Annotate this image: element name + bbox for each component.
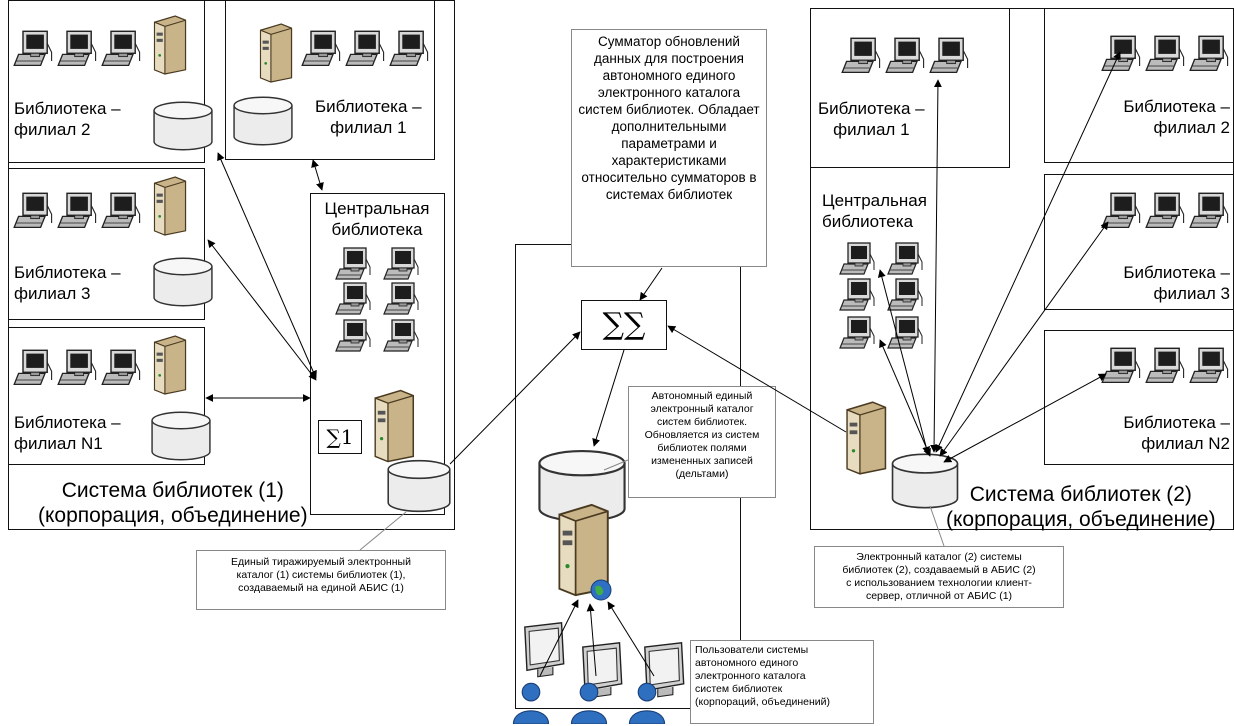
arrow-rbranchN2-db (943, 373, 1107, 463)
arrow-user1-server (539, 599, 579, 677)
arrow-rbranch2-db (935, 51, 1121, 453)
globe-icon (590, 579, 612, 601)
left-summator-box: ∑1 (318, 420, 362, 454)
right-catalog-note: Электронный каталог (2) системы библиоте… (814, 546, 1064, 608)
arrow-rcentral2-db (879, 339, 931, 457)
leader-center-note (603, 459, 629, 471)
arrow-branch1-central (311, 159, 324, 191)
leader-right-note (929, 505, 945, 547)
arrow-rbranch3-db (939, 221, 1109, 457)
summator-callout: Сумматор обновлений данных для построени… (571, 29, 767, 267)
right-branch1-label: Библиотека – филиал 1 (818, 99, 925, 139)
center-catalog-note: Автономный единый электронный каталог си… (628, 386, 776, 498)
left-branch2-label: Библиотека – филиал 2 (14, 99, 121, 139)
arrow-user2-server (586, 603, 597, 677)
left-branchN1-label: Библиотека – филиал N1 (14, 413, 121, 453)
right-system-title: Система библиотек (2) (корпорация, объед… (946, 483, 1216, 531)
right-branchN2-label: Библиотека – филиал N2 (1123, 413, 1230, 453)
arrow-summator-db (592, 349, 625, 447)
right-branch3-label: Библиотека – филиал 3 (1123, 263, 1230, 303)
arrow-branch3-central (207, 239, 317, 381)
leader-left-note (359, 511, 407, 551)
left-catalog-note: Единый тиражируемый электронный каталог … (196, 550, 446, 610)
left-branch3-label: Библиотека – филиал 3 (14, 263, 121, 303)
users-note: Пользователи системы автономного единого… (690, 640, 874, 724)
arrow-user3-server (607, 601, 655, 677)
arrow-branch2-central (217, 152, 317, 379)
center-summator-label: ∑∑ (602, 307, 646, 342)
arrow-rbranch1-db (930, 79, 942, 453)
left-branch1-label: Библиотека – филиал 1 (315, 97, 422, 137)
left-system-title: Система библиотек (1) (корпорация, объед… (38, 479, 308, 527)
left-summator-label: ∑1 (326, 425, 354, 449)
arrow-callout-summator (639, 267, 663, 301)
right-branch2-label: Библиотека – филиал 2 (1123, 97, 1230, 137)
arrow-right-server-summator (667, 325, 847, 433)
arrow-left-db-summator (449, 331, 581, 465)
center-summator-box: ∑∑ (581, 300, 667, 350)
arrow-rcentral1-db (877, 269, 931, 455)
right-central-label: Центральная библиотека (822, 191, 927, 231)
left-central-label: Центральная библиотека (324, 199, 430, 239)
